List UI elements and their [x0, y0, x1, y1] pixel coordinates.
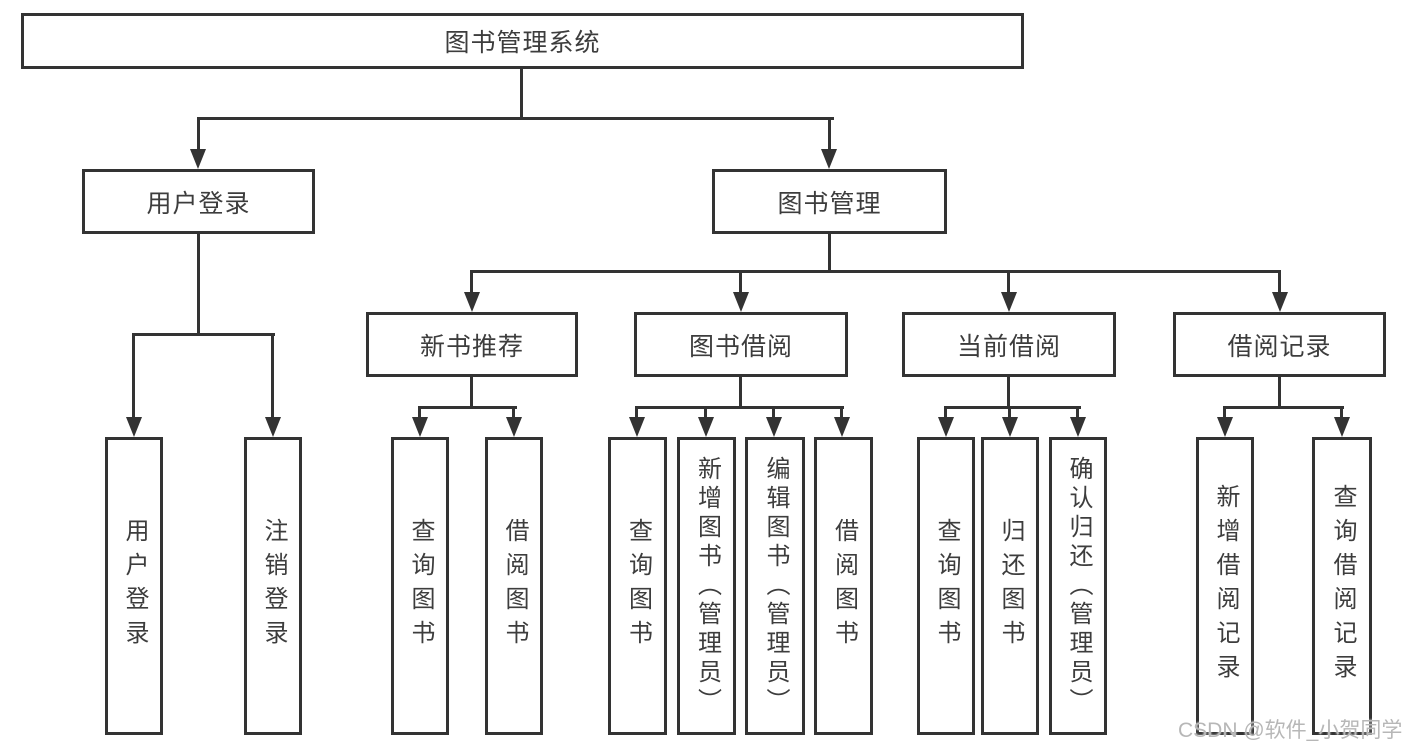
connector-bb-stem	[739, 376, 742, 409]
connector-to-current-borrow	[1007, 270, 1010, 296]
leaf-user-login: 用户登录	[105, 437, 163, 735]
connector-to-cb-confirm	[1076, 406, 1079, 421]
csdn-watermark: CSDN @软件_小贺同学	[1178, 719, 1403, 742]
connector-to-rec-query	[418, 406, 421, 421]
leaf-recommend-query-books: 查询图书	[391, 437, 449, 735]
connector-to-br-query	[1340, 406, 1343, 421]
leaf-logout-label: 注销登录	[260, 518, 287, 654]
connector-br-stem	[1278, 376, 1281, 409]
connector-to-book-borrow	[739, 270, 742, 296]
node-root-library-system: 图书管理系统	[21, 13, 1024, 69]
connector-mgmt-branch	[470, 270, 1281, 273]
connector-to-user-login	[197, 117, 200, 152]
leaf-borrow-query-books-label: 查询图书	[624, 518, 652, 654]
connector-br-branch	[1223, 406, 1344, 409]
leaf-records-query-record: 查询借阅记录	[1312, 437, 1372, 735]
connector-root-stem	[520, 69, 523, 120]
arrowhead-cb-query	[938, 417, 954, 437]
node-borrow-records-label: 借阅记录	[1227, 332, 1332, 361]
arrowhead-leaf-user-login	[126, 417, 142, 437]
arrowhead-br-query	[1334, 417, 1350, 437]
arrowhead-bb-query	[629, 417, 645, 437]
connector-to-rec-borrow	[512, 406, 515, 421]
connector-to-bb-add	[704, 406, 707, 421]
node-root-label: 图书管理系统	[444, 29, 601, 57]
connector-to-new-book-recommend	[470, 270, 473, 296]
leaf-current-return-books: 归还图书	[981, 437, 1039, 735]
leaf-records-add-record-label: 新增借阅记录	[1212, 484, 1239, 688]
connector-to-br-add	[1223, 406, 1226, 421]
arrowhead-leaf-logout	[265, 417, 281, 437]
arrowhead-cb-return	[1002, 417, 1018, 437]
leaf-logout: 注销登录	[244, 437, 302, 735]
leaf-user-login-label: 用户登录	[121, 518, 148, 654]
connector-to-leaf-logout	[271, 333, 274, 421]
leaf-borrow-edit-books-admin-label: 编辑图书（管理员）	[762, 455, 789, 717]
node-book-management: 图书管理	[712, 169, 947, 234]
arrowhead-borrow-records	[1272, 292, 1288, 312]
connector-login-stem	[197, 233, 200, 336]
node-new-book-recommend: 新书推荐	[366, 312, 578, 377]
arrowhead-current-borrow	[1001, 292, 1017, 312]
leaf-borrow-borrow-books: 借阅图书	[814, 437, 873, 735]
arrowhead-user-login	[190, 149, 206, 169]
arrowhead-bb-edit	[766, 417, 782, 437]
leaf-current-query-books-label: 查询图书	[933, 518, 960, 654]
connector-bb-branch	[635, 406, 844, 409]
connector-cb-branch	[944, 406, 1081, 409]
node-borrow-records: 借阅记录	[1173, 312, 1386, 377]
connector-to-bb-borrow	[840, 406, 843, 421]
arrowhead-new-book-recommend	[464, 292, 480, 312]
connector-rec-stem	[470, 376, 473, 409]
connector-root-branch	[197, 117, 834, 120]
node-book-borrow-label: 图书借阅	[688, 332, 793, 361]
leaf-current-return-books-label: 归还图书	[997, 518, 1024, 654]
connector-to-leaf-user-login	[132, 333, 135, 421]
leaf-recommend-borrow-books-label: 借阅图书	[501, 518, 528, 654]
arrowhead-br-add	[1217, 417, 1233, 437]
arrowhead-book-management	[821, 149, 837, 169]
leaf-recommend-query-books-label: 查询图书	[407, 518, 434, 654]
connector-login-branch	[133, 333, 275, 336]
connector-to-book-management	[828, 117, 831, 152]
connector-rec-branch	[418, 406, 517, 409]
node-user-login-label: 用户登录	[146, 189, 251, 218]
leaf-borrow-query-books: 查询图书	[608, 437, 667, 735]
arrowhead-rec-query	[412, 417, 428, 437]
node-new-book-recommend-label: 新书推荐	[419, 332, 524, 361]
node-current-borrow: 当前借阅	[902, 312, 1116, 377]
arrowhead-book-borrow	[733, 292, 749, 312]
leaf-current-query-books: 查询图书	[917, 437, 975, 735]
leaf-current-confirm-return-admin: 确认归还（管理员）	[1049, 437, 1107, 735]
connector-cb-stem	[1007, 376, 1010, 409]
leaf-current-confirm-return-admin-label: 确认归还（管理员）	[1065, 455, 1092, 717]
leaf-borrow-add-books-admin: 新增图书（管理员）	[677, 437, 736, 735]
leaf-borrow-borrow-books-label: 借阅图书	[830, 518, 858, 654]
connector-to-bb-query	[635, 406, 638, 421]
leaf-records-query-record-label: 查询借阅记录	[1329, 484, 1356, 688]
leaf-records-add-record: 新增借阅记录	[1196, 437, 1254, 735]
node-book-management-label: 图书管理	[777, 189, 882, 218]
connector-to-bb-edit	[772, 406, 775, 421]
connector-to-borrow-records	[1278, 270, 1281, 296]
leaf-recommend-borrow-books: 借阅图书	[485, 437, 543, 735]
arrowhead-bb-add	[698, 417, 714, 437]
node-user-login: 用户登录	[82, 169, 315, 234]
leaf-borrow-edit-books-admin: 编辑图书（管理员）	[745, 437, 805, 735]
connector-to-cb-query	[944, 406, 947, 421]
arrowhead-bb-borrow	[834, 417, 850, 437]
node-book-borrow: 图书借阅	[634, 312, 848, 377]
leaf-borrow-add-books-admin-label: 新增图书（管理员）	[693, 455, 721, 717]
arrowhead-rec-borrow	[506, 417, 522, 437]
node-current-borrow-label: 当前借阅	[956, 332, 1061, 361]
arrowhead-cb-confirm	[1070, 417, 1086, 437]
connector-to-cb-return	[1008, 406, 1011, 421]
connector-mgmt-stem	[828, 233, 831, 273]
